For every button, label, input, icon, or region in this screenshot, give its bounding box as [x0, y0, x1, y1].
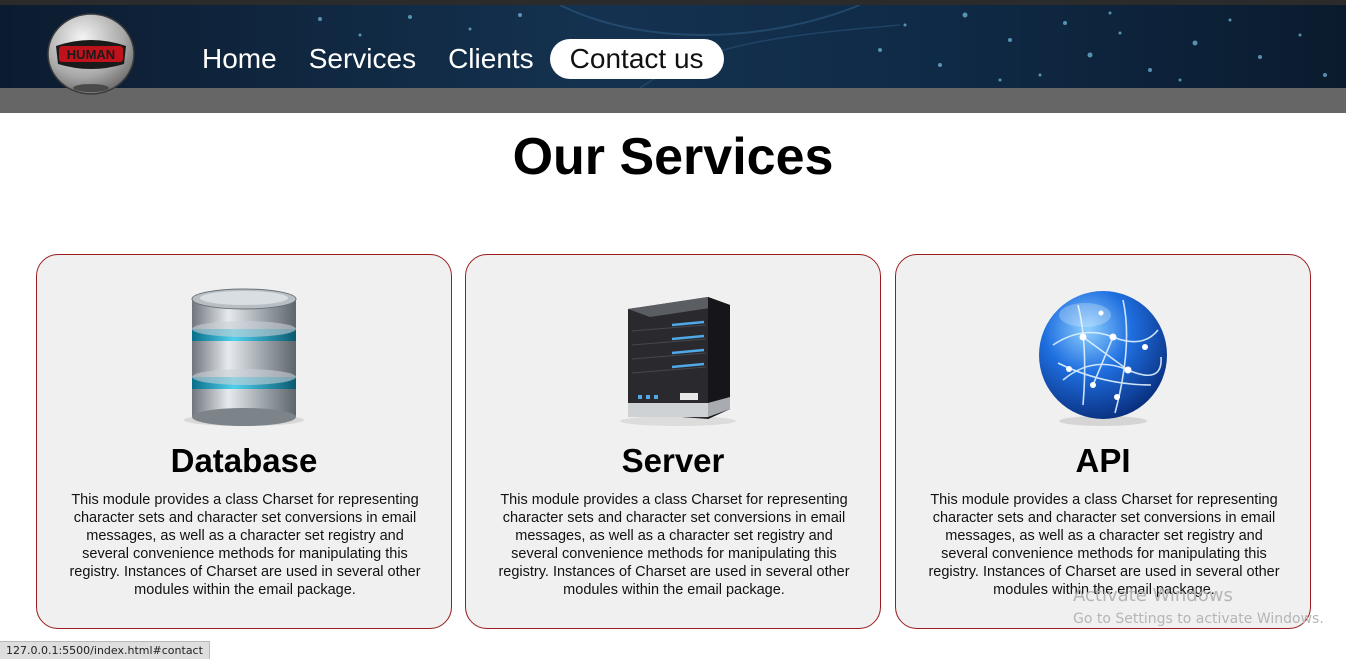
nav-contact-us[interactable]: Contact us [549, 39, 724, 79]
nav-services[interactable]: Services [308, 43, 417, 74]
header-bottom-strip [0, 88, 1346, 113]
site-logo[interactable]: HUMAN [42, 8, 140, 96]
service-card-database: Database This module provides a class Ch… [36, 254, 452, 629]
globe-network-icon [1039, 291, 1167, 426]
service-card-api: API This module provides a class Charset… [895, 254, 1311, 629]
service-card-server: Server This module provides a class Char… [465, 254, 881, 629]
page-title: Our Services [512, 128, 834, 186]
activate-windows-watermark: Activate Windows Go to Settings to activ… [1073, 585, 1324, 629]
browser-status-url: 127.0.0.1:5500/index.html#contact [0, 641, 210, 659]
card-description: This module provides a class Charset for… [498, 492, 850, 598]
card-description: This module provides a class Charset for… [928, 492, 1280, 598]
card-title: Database [170, 442, 318, 479]
card-title: API [1075, 442, 1131, 479]
logo-text: HUMAN [67, 47, 115, 62]
card-icon-wrap [466, 285, 880, 430]
database-icon [184, 288, 304, 426]
watermark-subtitle: Go to Settings to activate Windows. [1073, 611, 1324, 627]
main-nav: Home Services Clients Contact us [186, 39, 724, 79]
helmet-logo-icon: HUMAN [47, 13, 135, 95]
nav-clients[interactable]: Clients [448, 43, 534, 74]
card-icon-wrap [37, 285, 451, 430]
card-description: This module provides a class Charset for… [69, 492, 421, 598]
browser-top-edge [0, 0, 1346, 5]
nav-home[interactable]: Home [202, 43, 277, 74]
watermark-title: Activate Windows [1073, 585, 1233, 606]
card-icon-wrap [896, 285, 1310, 430]
card-title: Server [621, 442, 725, 479]
server-icon [620, 297, 736, 426]
